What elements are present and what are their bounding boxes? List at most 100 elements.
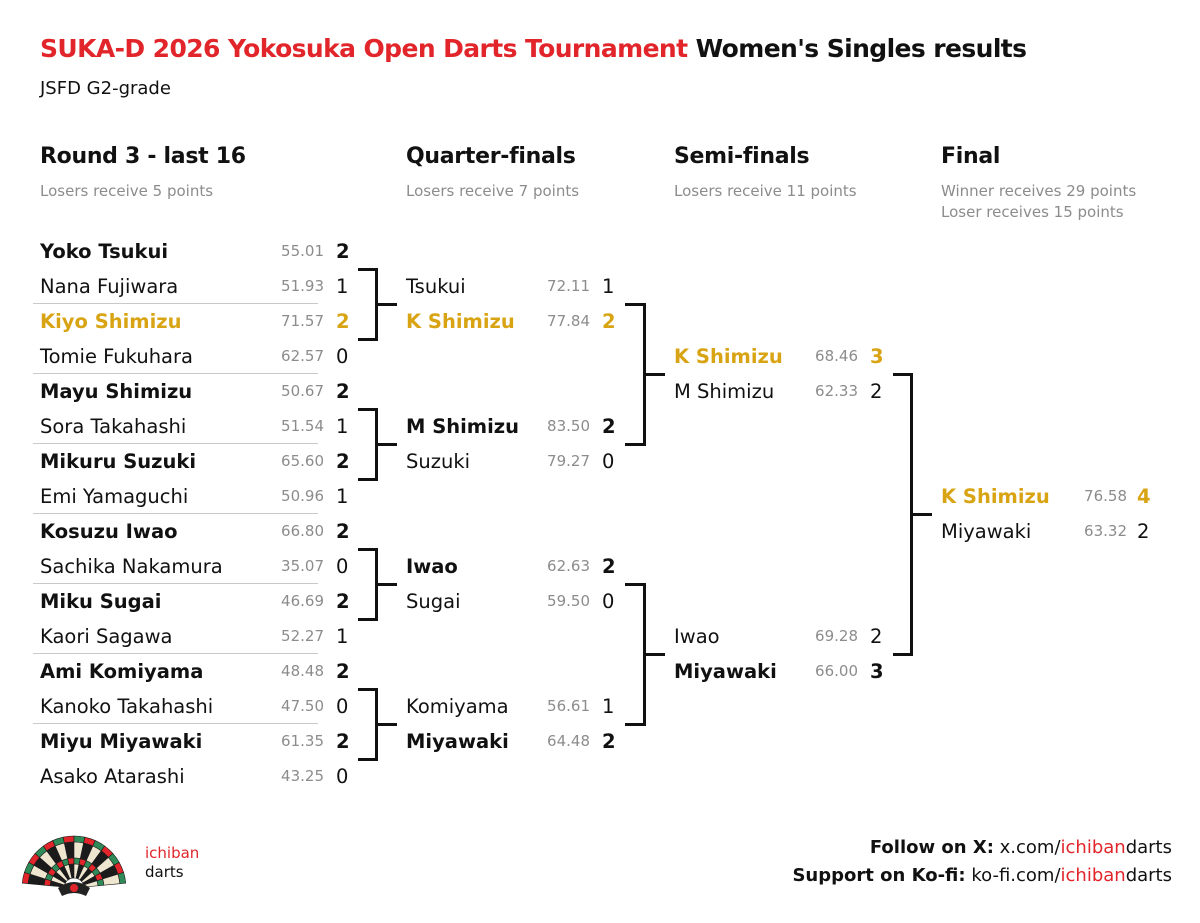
player-name: Miyu Miyawaki (40, 730, 203, 753)
player-average: 63.32 (1084, 522, 1127, 540)
player-score: 2 (1137, 520, 1150, 543)
player-name: Tsukui (406, 275, 466, 298)
player-score: 2 (336, 660, 350, 683)
player-name: K Shimizu (674, 345, 783, 368)
player-score: 1 (336, 415, 349, 438)
player-score: 1 (336, 275, 349, 298)
player-average: 50.67 (281, 382, 324, 400)
player-average: 66.00 (815, 662, 858, 680)
player-name: Suzuki (406, 450, 471, 473)
bracket-connector (358, 338, 376, 341)
brand-line-2: darts (145, 863, 184, 881)
player-name: Asako Atarashi (40, 765, 185, 788)
player-name: Yoko Tsukui (40, 240, 169, 263)
player-average: 69.28 (815, 627, 858, 645)
player-score: 0 (336, 695, 349, 718)
bracket-connector (625, 443, 645, 446)
player-score: 0 (336, 555, 349, 578)
bracket-connector (375, 303, 397, 306)
bracket-connector (358, 618, 376, 621)
player-average: 46.69 (281, 592, 324, 610)
kofi-link[interactable]: ko-fi.com/ichibandarts (971, 865, 1172, 886)
match-separator (33, 583, 318, 584)
player-average: 79.27 (547, 452, 590, 470)
semifinals-note: Losers receive 11 points (674, 182, 857, 200)
player-name: Mikuru Suzuki (40, 450, 197, 473)
player-name: Miyawaki (406, 730, 509, 753)
player-score: 1 (336, 485, 349, 508)
x-link[interactable]: x.com/ichibandarts (1000, 837, 1172, 858)
player-score: 1 (602, 275, 615, 298)
player-name: M Shimizu (674, 380, 775, 403)
page-title: SUKA-D 2026 Yokosuka Open Darts Tourname… (40, 34, 1027, 63)
match-separator (33, 723, 318, 724)
player-average: 72.11 (547, 277, 590, 295)
bracket-connector (358, 408, 376, 411)
bracket-connector (625, 583, 645, 586)
player-average: 65.60 (281, 452, 324, 470)
player-score: 2 (602, 310, 616, 333)
player-name: M Shimizu (406, 415, 520, 438)
player-average: 35.07 (281, 557, 324, 575)
player-score: 3 (870, 660, 884, 683)
kofi-link-suffix: darts (1125, 865, 1172, 886)
player-name: Sugai (406, 590, 461, 613)
kofi-link-highlight: ichiban (1060, 865, 1126, 886)
quarterfinals-heading: Quarter-finals (406, 144, 576, 169)
r16-player-row: Sachika Nakamura 35.07 0 (40, 549, 360, 584)
player-average: 43.25 (281, 767, 324, 785)
bracket-connector (358, 758, 376, 761)
player-score: 2 (602, 555, 616, 578)
player-average: 64.48 (547, 732, 590, 750)
match-separator (33, 653, 318, 654)
bracket-connector (375, 723, 397, 726)
player-score: 2 (602, 415, 616, 438)
player-score: 2 (336, 730, 350, 753)
player-name: Komiyama (406, 695, 509, 718)
player-name: Mayu Shimizu (40, 380, 193, 403)
player-average: 51.54 (281, 417, 324, 435)
final-heading: Final (941, 144, 1001, 169)
bracket-connector (625, 723, 645, 726)
r16-player-row: Kanoko Takahashi 47.50 0 (40, 689, 360, 724)
bracket-connector (893, 653, 913, 656)
player-name: Sachika Nakamura (40, 555, 223, 578)
semifinals-heading: Semi-finals (674, 144, 810, 169)
player-name: Ami Komiyama (40, 660, 204, 683)
kofi-link-prefix: ko-fi.com/ (971, 865, 1061, 886)
bracket-connector (375, 443, 397, 446)
match-separator (33, 303, 318, 304)
quarterfinals-note: Losers receive 7 points (406, 182, 580, 200)
player-score: 0 (336, 345, 349, 368)
player-name: Tomie Fukuhara (40, 345, 193, 368)
bracket-connector (358, 688, 376, 691)
player-name: Iwao (406, 555, 458, 578)
player-average: 68.46 (815, 347, 858, 365)
player-score: 2 (870, 625, 883, 648)
player-score: 2 (336, 450, 350, 473)
match-separator (33, 373, 318, 374)
tournament-name: SUKA-D 2026 Yokosuka Open Darts Tourname… (40, 34, 688, 63)
player-average: 50.96 (281, 487, 324, 505)
player-name: Kanoko Takahashi (40, 695, 214, 718)
player-score: 0 (602, 450, 615, 473)
dartboard-fan-logo (21, 835, 127, 896)
player-average: 47.50 (281, 697, 324, 715)
player-average: 62.33 (815, 382, 858, 400)
bracket-connector (893, 373, 913, 376)
